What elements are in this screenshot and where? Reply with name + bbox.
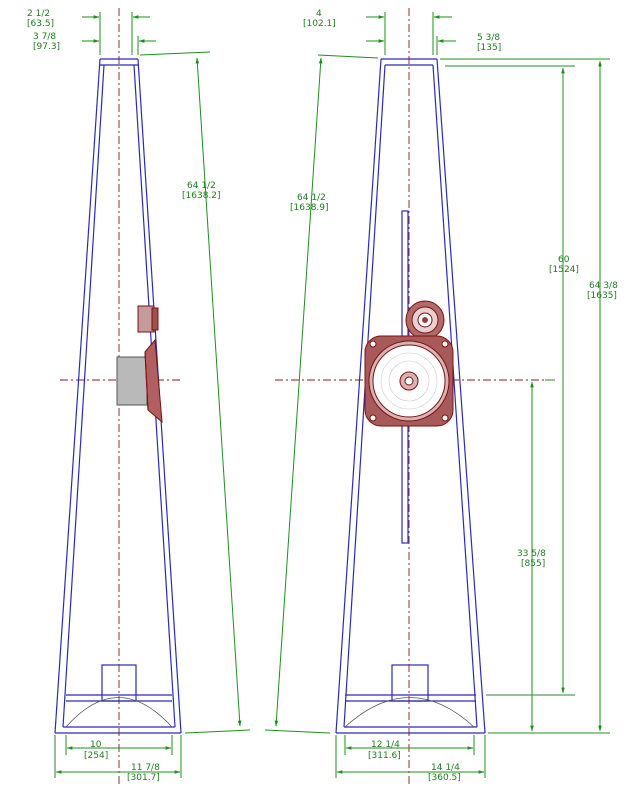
dim-front-slant-height: 64 1/2 [1638.9] [290,193,329,213]
dim-front-top-outer: 5 3/8 [135] [477,33,503,53]
dim-side-slant-height: 64 1/2 [1638.2] [182,181,221,201]
dim-front-driver-center-height: 33 5/8 [855] [517,549,549,569]
front-tweeter [405,300,445,340]
dim-side-base-inner: 10 [254] [84,740,108,761]
dim-front-base-inner: 12 1/4 [311.6] [368,740,403,761]
side-drivers [116,305,163,424]
dim-side-base-outer: 11 7/8 [301.7] [127,763,163,783]
side-view: 2 1/2 [63.5] 3 7/8 [97.3] 64 1/2 [1638.2… [27,8,251,785]
dim-front-height-60: 60 [1524] [549,255,579,275]
dim-side-top-inner: 3 7/8 [97.3] [33,32,60,52]
front-dimensions [264,12,610,778]
side-dimensions [54,12,251,778]
dim-front-top-inner: 4 [102.1] [303,9,336,29]
front-woofer [364,335,454,427]
side-enclosure [54,58,182,734]
dim-side-top-outer: 2 1/2 [63.5] [27,9,54,29]
dim-front-base-outer: 14 1/4 [360.5] [428,763,463,783]
dim-front-total-height: 64 3/8 [1635] [587,281,621,301]
front-view: 4 [102.1] 5 3/8 [135] 64 1/2 [1638.9] 60… [264,8,621,785]
